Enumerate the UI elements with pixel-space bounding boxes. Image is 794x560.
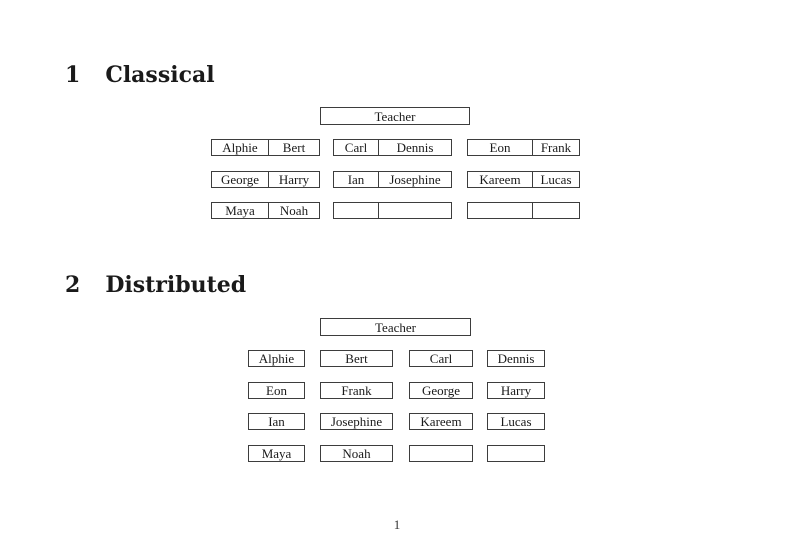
seat: Maya [212, 203, 269, 218]
seat: Eon [468, 140, 533, 155]
seat-box: Josephine [320, 413, 393, 430]
section-number: 1 [65, 62, 81, 88]
desk: Eon Frank [467, 139, 580, 156]
seat: Alphie [212, 140, 269, 155]
seat-box: Frank [320, 382, 393, 399]
seat-box: George [409, 382, 473, 399]
section-title: Classical [105, 62, 215, 88]
seat-box: Dennis [487, 350, 545, 367]
seat-box-empty [409, 445, 473, 462]
desk: Carl Dennis [333, 139, 452, 156]
seat-box-empty [487, 445, 545, 462]
seat-box: Kareem [409, 413, 473, 430]
section-number: 2 [65, 272, 81, 298]
seat-box: Lucas [487, 413, 545, 430]
seat: Harry [278, 172, 310, 187]
seat: Dennis [396, 140, 434, 155]
seat: Ian [334, 172, 379, 187]
seat-box: Noah [320, 445, 393, 462]
seat-empty [468, 203, 533, 218]
seat: George [212, 172, 269, 187]
section-heading-classical: 1 Classical [65, 64, 215, 86]
page-number: 1 [393, 517, 401, 532]
classical-teacher-box: Teacher [320, 107, 470, 125]
desk [467, 202, 580, 219]
seat-empty [533, 203, 579, 218]
desk: Maya Noah [211, 202, 320, 219]
seat-empty [379, 203, 451, 218]
seat-box: Carl [409, 350, 473, 367]
desk: Ian Josephine [333, 171, 452, 188]
seat-box: Maya [248, 445, 305, 462]
seat: Carl [334, 140, 379, 155]
desk [333, 202, 452, 219]
seat: Josephine [389, 172, 441, 187]
teacher-label: Teacher [374, 108, 416, 124]
distributed-teacher-box: Teacher [320, 318, 471, 336]
seat: Noah [279, 203, 309, 218]
seat: Lucas [540, 172, 572, 187]
seat: Bert [282, 140, 306, 155]
section-heading-distributed: 2 Distributed [65, 274, 246, 296]
seat-box: Eon [248, 382, 305, 399]
seat-empty [334, 203, 379, 218]
teacher-label: Teacher [375, 319, 416, 335]
seat-box: Harry [487, 382, 545, 399]
seat-box: Ian [248, 413, 305, 430]
seat-box: Alphie [248, 350, 305, 367]
section-title: Distributed [105, 272, 247, 298]
desk: George Harry [211, 171, 320, 188]
seat: Kareem [468, 172, 533, 187]
seat-box: Bert [320, 350, 393, 367]
seat: Frank [540, 140, 572, 155]
desk: Alphie Bert [211, 139, 320, 156]
desk: Kareem Lucas [467, 171, 580, 188]
